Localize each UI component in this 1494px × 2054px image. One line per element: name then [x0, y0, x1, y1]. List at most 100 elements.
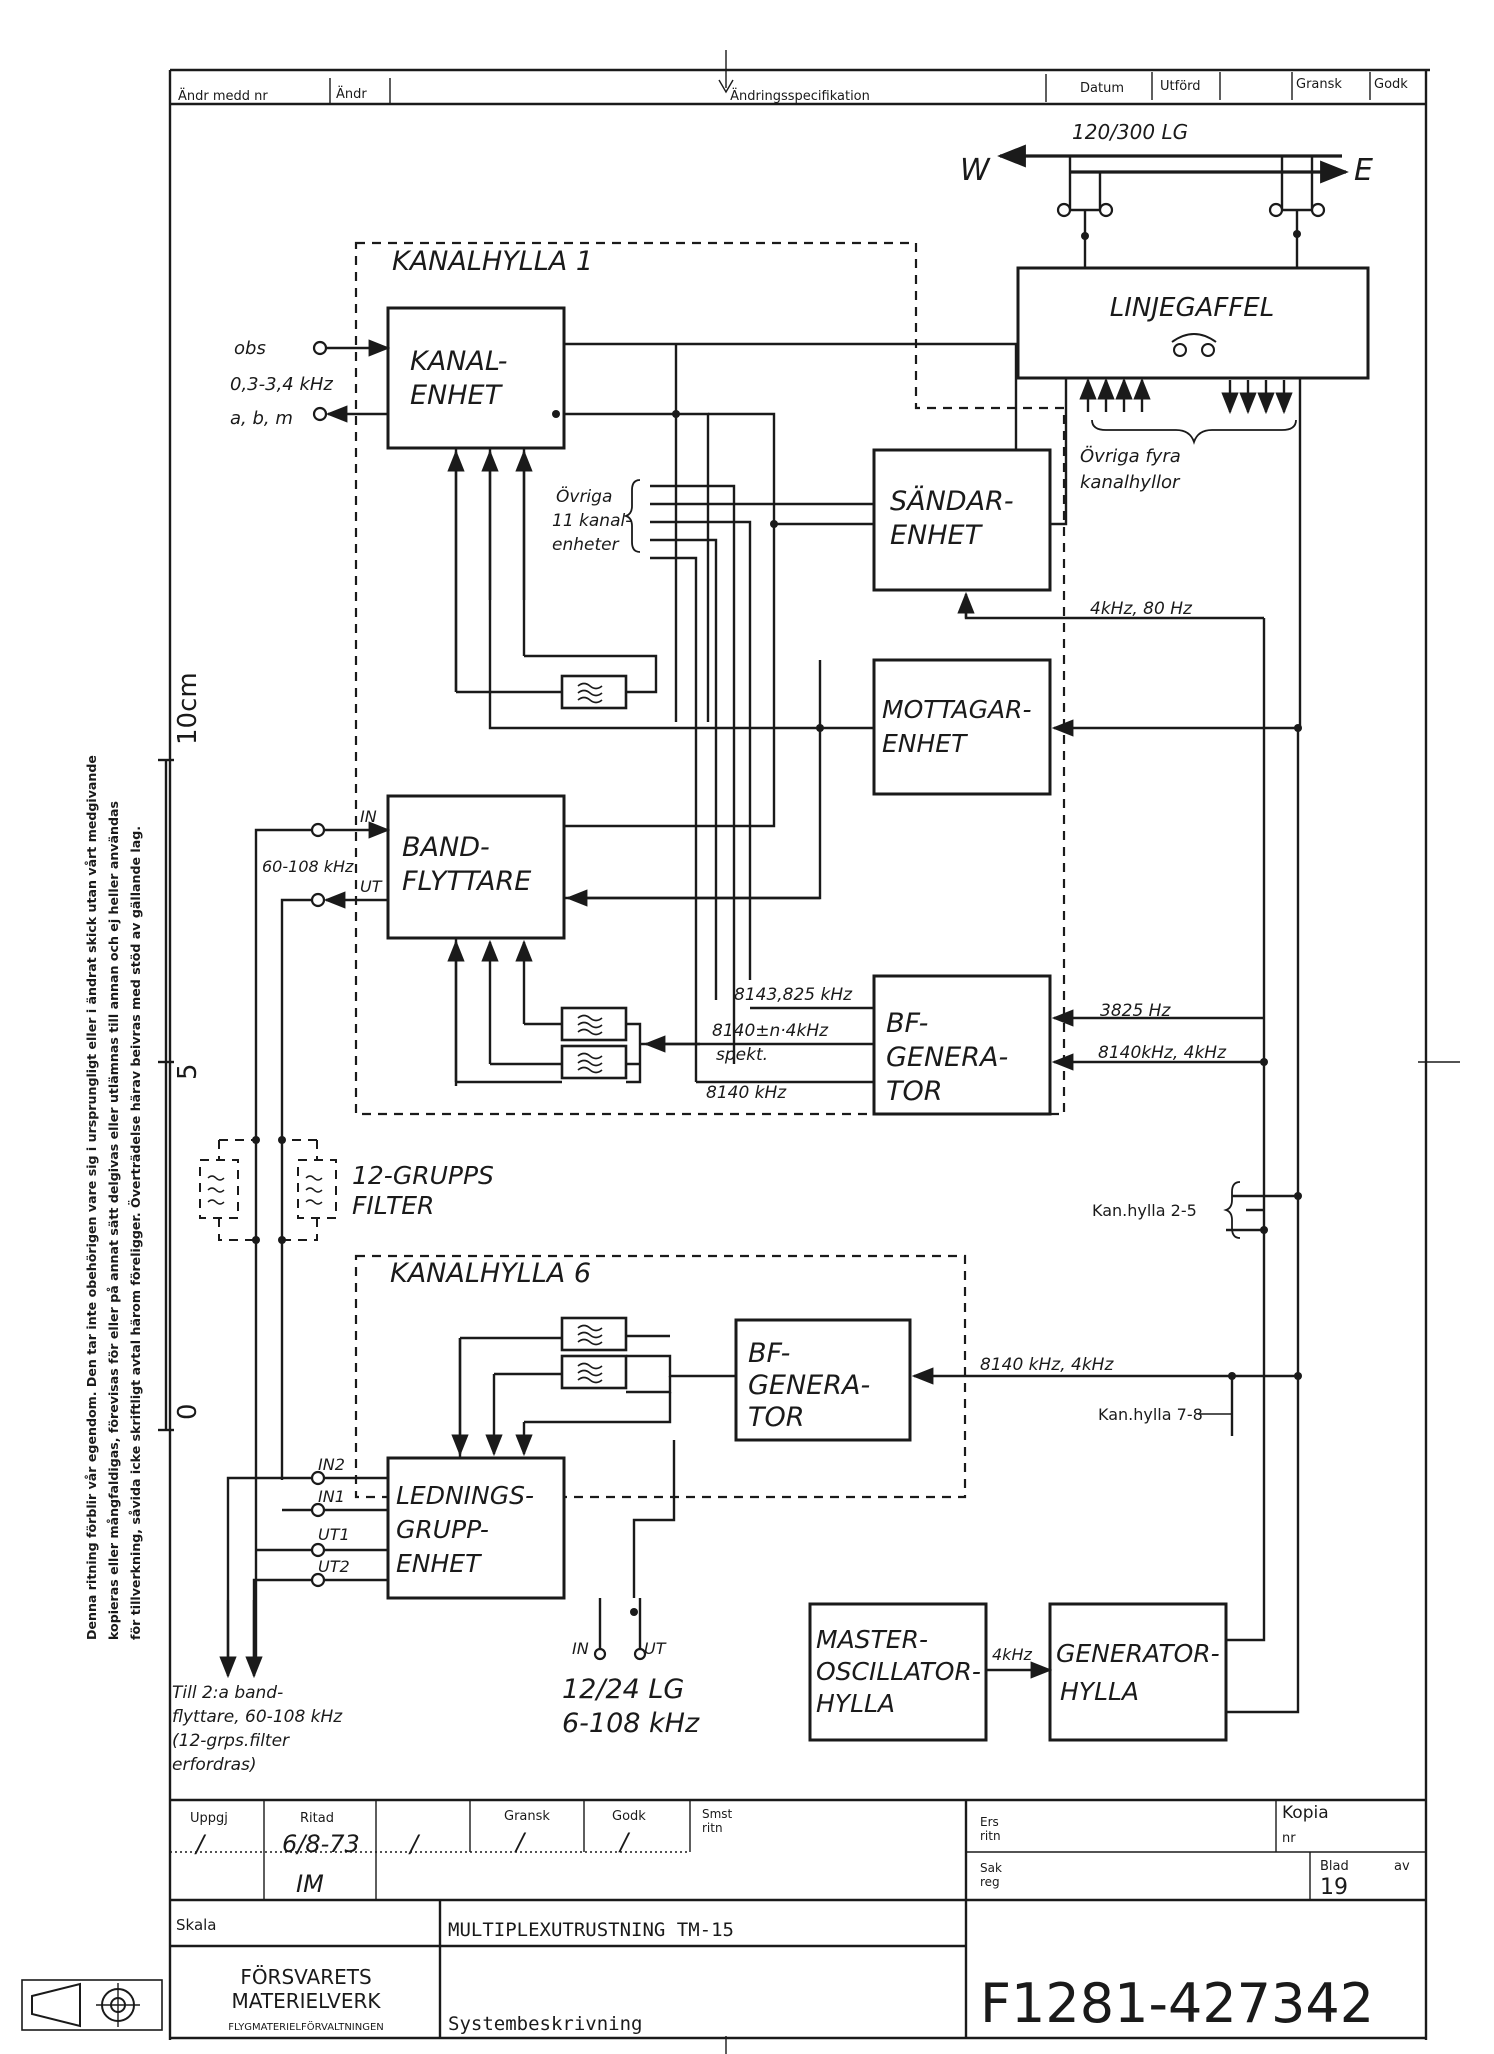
bf-generator-1-block: [872, 974, 1052, 1116]
kanalhylla-1-enclosure: [354, 241, 1066, 1116]
bf-generator-6-block: [734, 1318, 912, 1442]
tb-sak-2: reg: [980, 1875, 1000, 1889]
title-block: Uppgj Ritad Gransk Godk Smst ritn Ers ri…: [170, 1798, 1426, 2038]
kanalhylla-6-label: KANALHYLLA 6: [390, 1258, 591, 1289]
freq-8140n-label: 8140±n·4kHz: [712, 1021, 829, 1041]
abm-label: a, b, m: [230, 408, 293, 429]
header-godk: Godk: [1374, 77, 1408, 92]
header-specification: Ändringsspecifikation: [730, 88, 870, 104]
till-label-1: Till 2:a band-: [172, 1683, 283, 1703]
kanalenhet-block: [386, 306, 566, 450]
mottagarenhet-label-2: ENHET: [882, 729, 968, 758]
legal-line-1: Denna ritning förblir vår egendom. Den t…: [84, 755, 99, 1640]
tb-smst-2: ritn: [702, 1821, 723, 1835]
other-shelves-arrows: [1079, 377, 1297, 445]
header-andr-medd-nr: Ändr medd nr: [178, 88, 268, 104]
tb-sak-1: Sak: [980, 1861, 1002, 1875]
tb-ritad-slash: /: [408, 1830, 421, 1858]
tb-gransk: Gransk: [504, 1809, 550, 1824]
line-120-300-label: 120/300 LG: [1072, 120, 1188, 144]
ledn-bottom-in-label: IN: [572, 1639, 589, 1658]
linjegaffel-label: LINJEGAFFEL: [1110, 293, 1274, 323]
ledn-bottom-ut-label: UT: [644, 1639, 667, 1658]
ovriga-11-label-2: 11 kanal-: [552, 511, 631, 531]
ledningsgruppenhet-block: [386, 1456, 566, 1600]
sandarenhet-block: [872, 448, 1052, 592]
obs-label: obs: [234, 338, 266, 359]
kanalenhet-label-2: ENHET: [410, 380, 504, 411]
org-line-1: FÖRSVARETS: [240, 1965, 371, 1989]
legal-side-text: Denna ritning förblir vår egendom. Den t…: [84, 755, 143, 1640]
grupps-filter-label-2: FILTER: [352, 1191, 434, 1220]
tb-smst-1: Smst: [702, 1807, 733, 1821]
sync-4k80-label: 4kHz, 80 Hz: [1090, 599, 1193, 619]
kanalenhet-label-1: KANAL-: [410, 346, 508, 377]
hybrid-transformer-icon: [1171, 333, 1217, 357]
tb-gransk-val: /: [514, 1828, 527, 1856]
freq-8140-label: 8140 kHz: [706, 1083, 787, 1103]
master-label-1: MASTER-: [816, 1625, 928, 1654]
legal-line-3: för tillverkning, såvida icke skriftligt…: [128, 826, 143, 1640]
ovriga-11-label-3: enheter: [552, 535, 620, 555]
freq-8140-4k-b-label: 8140 kHz, 4kHz: [980, 1355, 1114, 1375]
bf-generator-1-label-2: GENERA-: [886, 1042, 1008, 1073]
master-4khz-label: 4kHz: [992, 1645, 1032, 1664]
spekt-label: spekt.: [716, 1045, 768, 1065]
tb-skala: Skala: [176, 1916, 217, 1934]
ledn-ut1-label: UT1: [318, 1525, 350, 1544]
scale-label-10cm: 10cm: [173, 672, 203, 745]
mottagarenhet-block: [872, 658, 1052, 796]
sandarenhet-label-1: SÄNDAR-: [890, 485, 1014, 517]
generator-hylla-label-1: GENERATOR-: [1056, 1639, 1220, 1668]
east-label: E: [1354, 153, 1373, 188]
org-line-2: MATERIELVERK: [232, 1989, 382, 2013]
filter-icon-kanal: [560, 674, 628, 710]
bf-generator-6-label-1: BF-: [748, 1338, 790, 1369]
bf-generator-6-label-3: TOR: [748, 1402, 805, 1433]
band-ut-label: UT: [360, 877, 383, 896]
generator-hylla-label-2: HYLLA: [1060, 1677, 1139, 1706]
drawing-subtitle: Systembeskrivning: [448, 2013, 642, 2035]
scale-label-5: 5: [173, 1063, 203, 1080]
tb-ritad: Ritad: [300, 1811, 334, 1826]
tb-ritad-date: 6/8-73: [282, 1830, 360, 1858]
header-andr: Ändr: [336, 86, 367, 102]
west-label: W: [960, 153, 991, 188]
ledningsgrupp-label-1: LEDNINGS-: [396, 1481, 534, 1510]
master-label-2: OSCILLATOR-: [816, 1657, 981, 1686]
bf-generator-1-label-1: BF-: [886, 1008, 928, 1039]
bandflyttare-label-1: BAND-: [402, 832, 490, 863]
linjegaffel-block: [1016, 266, 1370, 380]
filter-icon-ledn-2: [560, 1354, 628, 1390]
tb-uppgj: Uppgj: [190, 1811, 228, 1826]
tb-ers-2: ritn: [980, 1829, 1001, 1843]
band-in-label: IN: [360, 807, 377, 826]
drawing-title: MULTIPLEXUTRUSTNING TM-15: [448, 1919, 734, 1941]
drawing-number: F1281-427342: [980, 1972, 1374, 2035]
internal-wiring: [447, 342, 1302, 1714]
kanhylla-2-5-label: Kan.hylla 2-5: [1092, 1201, 1197, 1220]
master-label-3: HYLLA: [816, 1689, 895, 1718]
filter-icon-band-2: [560, 1044, 628, 1080]
tb-godk-val: /: [618, 1828, 631, 1856]
line-network: 120/300 LG W E: [960, 120, 1373, 268]
till-label-2: flyttare, 60-108 kHz: [172, 1707, 343, 1727]
tb-blad-nr: 19: [1320, 1875, 1348, 1900]
ledn-ut2-label: UT2: [318, 1557, 350, 1576]
page-frame: [168, 50, 1460, 2054]
freq-8143-label: 8143,825 kHz: [734, 985, 853, 1005]
kanalhylla-6-enclosure: [354, 1254, 967, 1499]
ledn-in2-label: IN2: [318, 1455, 345, 1474]
till-label-3: (12-grps.filter: [172, 1731, 290, 1751]
generator-hylla-block: [1048, 1602, 1228, 1742]
mottagarenhet-label-1: MOTTAGAR-: [882, 695, 1031, 724]
header-utford: Utförd: [1160, 79, 1201, 94]
group-bus: IN UT 60-108 kHz IN2 IN1 UT1 UT2: [199, 807, 391, 1679]
ovriga-11-label-1: Övriga: [556, 485, 612, 507]
tb-ers-1: Ers: [980, 1815, 999, 1829]
tb-initials: IM: [296, 1870, 324, 1898]
projection-symbol-icon: [21, 1979, 163, 2031]
legal-line-2: kopieras eller mångfaldigas, förevisas f…: [106, 801, 121, 1640]
scale-label-0: 0: [173, 1403, 203, 1420]
bf-generator-6-label-2: GENERA-: [748, 1370, 870, 1401]
